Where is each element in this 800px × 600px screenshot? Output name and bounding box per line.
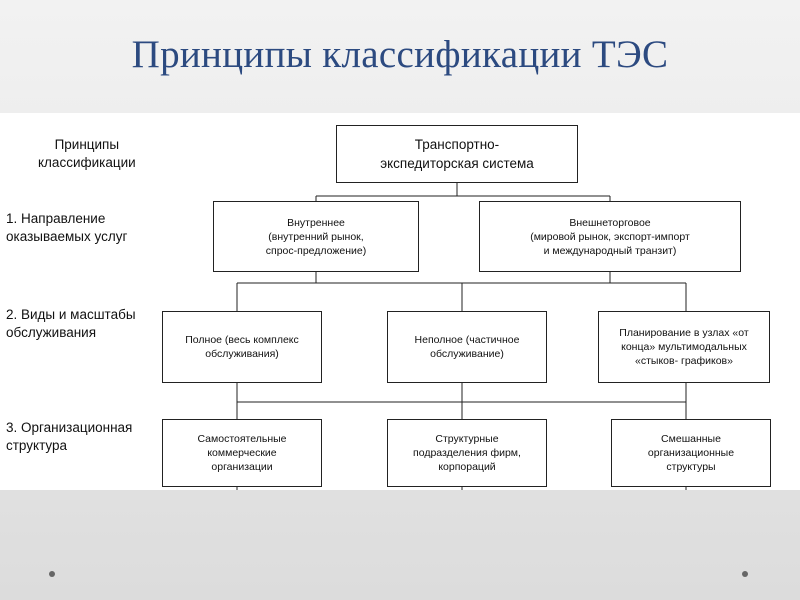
node-transport-forwarding-system: Транспортно- экспедиторская система: [336, 125, 578, 183]
row-label-services: 1. Направление оказываемых услуг: [6, 211, 128, 244]
node-full-service: Полное (весь комплекс обслуживания): [162, 311, 322, 383]
node-independent-organizations: Самостоятельные коммерческие организации: [162, 419, 322, 487]
connector-lines: [236, 183, 687, 490]
node-structural-divisions: Структурные подразделения фирм, корпорац…: [387, 419, 547, 487]
node-mixed-structures: Смешанные организационные структуры: [611, 419, 771, 487]
diagram-area: Принципы классификации 1. Направление ок…: [0, 113, 800, 490]
node-partial-service: Неполное (частичное обслуживание): [387, 311, 547, 383]
slide-title: Принципы классификации ТЭС: [131, 33, 669, 76]
node-foreign-trade: Внешнеторговое (мировой рынок, экспорт-и…: [479, 201, 741, 272]
node-planning-nodes: Планирование в узлах «от конца» мультимо…: [598, 311, 770, 383]
row-label-scale: 2. Виды и масштабы обслуживания: [6, 307, 136, 340]
node-internal: Внутреннее (внутренний рынок, спрос-пред…: [213, 201, 419, 272]
row-label-structure: 3. Организационная структура: [6, 420, 133, 453]
slide-decor-dot-right: [742, 571, 748, 577]
row-label-header: Принципы классификации: [38, 137, 136, 170]
slide-decor-dot-left: [49, 571, 55, 577]
